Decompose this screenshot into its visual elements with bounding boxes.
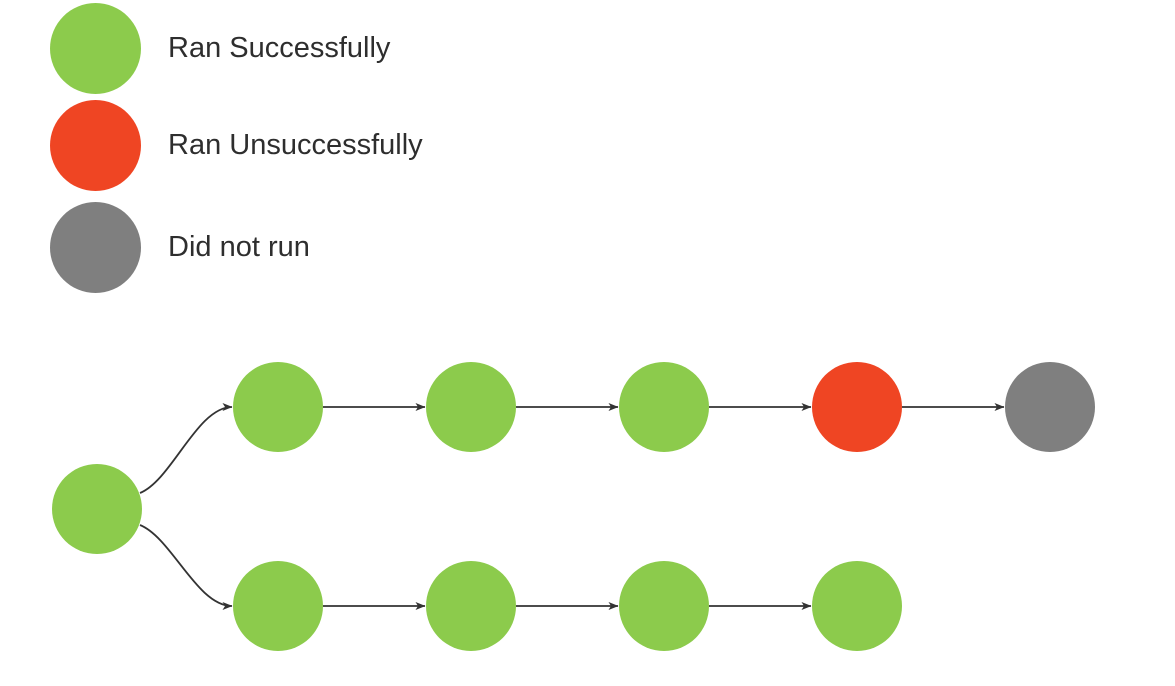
- dag-node-top-5[interactable]: [1005, 362, 1095, 452]
- dag-edge-root-to-bottom-1: [139, 524, 233, 610]
- dag-node-bottom-2[interactable]: [426, 561, 516, 651]
- legend-item-ran-unsuccessfully: Ran Unsuccessfully: [50, 99, 423, 191]
- dag-node-top-3[interactable]: [619, 362, 709, 452]
- dag-node-bottom-1[interactable]: [233, 561, 323, 651]
- legend-item-did-not-run: Did not run: [50, 201, 310, 293]
- legend-label-did-not-run: Did not run: [168, 230, 310, 263]
- failure-status-swatch-icon: [50, 99, 141, 191]
- success-status-swatch-icon: [50, 2, 141, 94]
- legend-item-ran-successfully: Ran Successfully: [50, 2, 390, 94]
- dag-node-bottom-4[interactable]: [812, 561, 902, 651]
- dag-node-root[interactable]: [52, 464, 142, 554]
- dag-edge-root-to-top-1: [139, 403, 233, 494]
- legend-label-ran-successfully: Ran Successfully: [168, 31, 391, 64]
- legend-label-ran-unsuccessfully: Ran Unsuccessfully: [168, 128, 423, 161]
- dag-node-top-4[interactable]: [812, 362, 902, 452]
- dag-node-top-2[interactable]: [426, 362, 516, 452]
- dag-node-bottom-3[interactable]: [619, 561, 709, 651]
- dag-node-top-1[interactable]: [233, 362, 323, 452]
- not-run-status-swatch-icon: [50, 201, 141, 293]
